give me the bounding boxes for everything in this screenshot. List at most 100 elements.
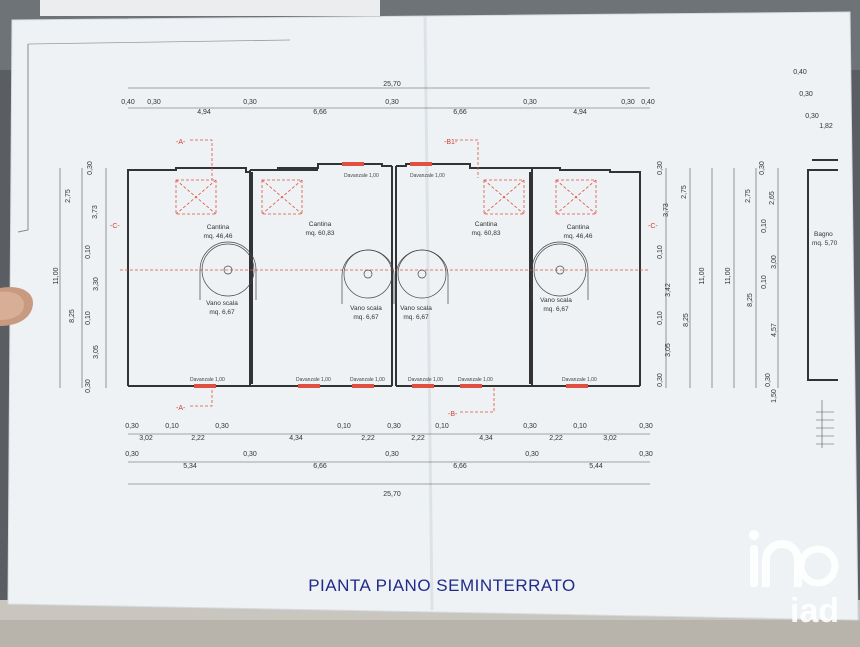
- window-label-2: Davanzale 1,00: [410, 173, 445, 179]
- side-dim-10: 11,00: [725, 267, 732, 284]
- side-section: [733, 159, 838, 448]
- plan-title: PIANTA PIANO SEMINTERRATO: [308, 576, 576, 595]
- bottom2-dim-3: 6,66: [313, 463, 327, 470]
- window-label-1: Davanzale 1,00: [344, 173, 379, 179]
- left-dim-3: 0,10: [85, 245, 92, 259]
- right-dim-9: 11,00: [699, 267, 706, 284]
- stair-1-area: mq. 6,67: [209, 309, 235, 316]
- right-dim-2: 2,75: [681, 185, 688, 199]
- top-dim-9: 0,30: [621, 99, 635, 106]
- stair-1-name: Vano scala: [206, 300, 238, 307]
- stair-3-name: Vano scala: [400, 305, 432, 312]
- section-b-bottom: -B-: [448, 411, 458, 418]
- top-dim-5: 0,30: [385, 99, 399, 106]
- bottom1-dim-12: 0,30: [523, 423, 537, 430]
- room-3-area: mq. 60,83: [472, 230, 501, 237]
- side-dim-0: 0,30: [759, 161, 766, 175]
- window-labels: [194, 162, 588, 388]
- bottom1-dim-4: 0,30: [215, 423, 229, 430]
- left-dim-6: 3,05: [93, 345, 100, 359]
- bottom1-dim-15: 3,02: [603, 435, 617, 442]
- bottom1-dim-2: 0,10: [165, 423, 179, 430]
- bottom2-dim-7: 5,44: [589, 463, 603, 470]
- bottom1-dim-8: 0,30: [387, 423, 401, 430]
- section-a-top: -A-: [176, 139, 186, 146]
- top-dim-2: 4,94: [197, 109, 211, 116]
- stair-2-area: mq. 6,67: [353, 314, 379, 321]
- room-1-name: Cantina: [207, 224, 230, 231]
- paper-sheet: [8, 12, 858, 620]
- side-top-dim-1: 0,30: [799, 91, 813, 98]
- section-c-left: -C-: [110, 223, 120, 230]
- left-dim-4: 3,30: [93, 277, 100, 291]
- left-dim-9: 11,00: [53, 267, 60, 284]
- bottom2-dim-0: 0,30: [125, 451, 139, 458]
- side-top-dims: 0,400,300,301,82: [793, 69, 833, 130]
- bottom1-dim-5: 4,34: [289, 435, 303, 442]
- bottom1-dim-3: 2,22: [191, 435, 205, 442]
- top-dim-8: 4,94: [573, 109, 587, 116]
- side-dim-1: 2,75: [745, 189, 752, 203]
- left-dim-2: 3,73: [92, 205, 99, 219]
- total-width-top: 25,70: [383, 81, 401, 88]
- room-1-area: mq. 46,46: [204, 233, 233, 240]
- window-label-7: Davanzale 1,00: [458, 377, 493, 383]
- side-dim-8: 1,50: [771, 389, 778, 403]
- room-2-name: Cantina: [309, 221, 332, 228]
- stair-3-area: mq. 6,67: [403, 314, 429, 321]
- bottom-dimension-chain-2: 0,305,340,306,660,306,660,305,440,30: [125, 451, 653, 470]
- side-top-dim-2: 0,30: [805, 113, 819, 120]
- top-dim-7: 0,30: [523, 99, 537, 106]
- skylight-boxes: [175, 179, 597, 215]
- room-2-area: mq. 60,83: [306, 230, 335, 237]
- window-label-4: Davanzale 1,00: [296, 377, 331, 383]
- top-dim-10: 0,40: [641, 99, 655, 106]
- left-dim-1: 2,75: [65, 189, 72, 203]
- side-dim-9: 8,25: [747, 293, 754, 307]
- total-width-bottom: 25,70: [383, 491, 401, 498]
- stair-2-name: Vano scala: [350, 305, 382, 312]
- right-dim-4: 3,42: [665, 283, 672, 297]
- left-dim-8: 8,25: [69, 309, 76, 323]
- window-label-5: Davanzale 1,00: [350, 377, 385, 383]
- bottom2-dim-5: 6,66: [453, 463, 467, 470]
- window-label-3: Davanzale 1,00: [190, 377, 225, 383]
- top-dim-0: 0,40: [121, 99, 135, 106]
- bottom1-dim-9: 2,22: [411, 435, 425, 442]
- bottom1-dim-6: 0,10: [337, 423, 351, 430]
- room-4-name: Cantina: [567, 224, 590, 231]
- side-dim-7: 0,30: [765, 373, 772, 387]
- bathroom-name: Bagno: [814, 231, 833, 238]
- right-dim-5: 0,10: [657, 311, 664, 325]
- iad-wordmark: iad: [790, 592, 839, 630]
- bottom1-dim-14: 0,10: [573, 423, 587, 430]
- right-dim-7: 0,30: [657, 373, 664, 387]
- left-dimension-chain: 0,302,753,730,103,300,103,050,308,2511,0…: [53, 161, 100, 393]
- bottom2-dim-4: 0,30: [385, 451, 399, 458]
- right-dim-0: 0,30: [657, 161, 664, 175]
- spiral-stairs: [199, 241, 589, 304]
- bottom1-dim-10: 0,10: [435, 423, 449, 430]
- room-3-name: Cantina: [475, 221, 498, 228]
- right-dim-1: 3,73: [663, 203, 670, 217]
- bottom2-dim-8: 0,30: [639, 451, 653, 458]
- section-b1: -B1-: [444, 139, 458, 146]
- left-dim-5: 0,10: [85, 311, 92, 325]
- left-dim-7: 0,30: [85, 379, 92, 393]
- side-top-dim-0: 0,40: [793, 69, 807, 76]
- iad-logo: [749, 530, 839, 587]
- window-label-6: Davanzale 1,00: [408, 377, 443, 383]
- bottom1-dim-13: 2,22: [549, 435, 563, 442]
- paper-stack-top: [40, 0, 380, 16]
- floor-shadow: [0, 620, 860, 647]
- bottom2-dim-2: 0,30: [243, 451, 257, 458]
- bottom1-dim-16: 0,30: [639, 423, 653, 430]
- top-dim-4: 6,66: [313, 109, 327, 116]
- section-lines: [120, 139, 650, 413]
- bottom2-dim-1: 5,34: [183, 463, 197, 470]
- bottom1-dim-1: 3,02: [139, 435, 153, 442]
- side-dim-4: 3,00: [771, 255, 778, 269]
